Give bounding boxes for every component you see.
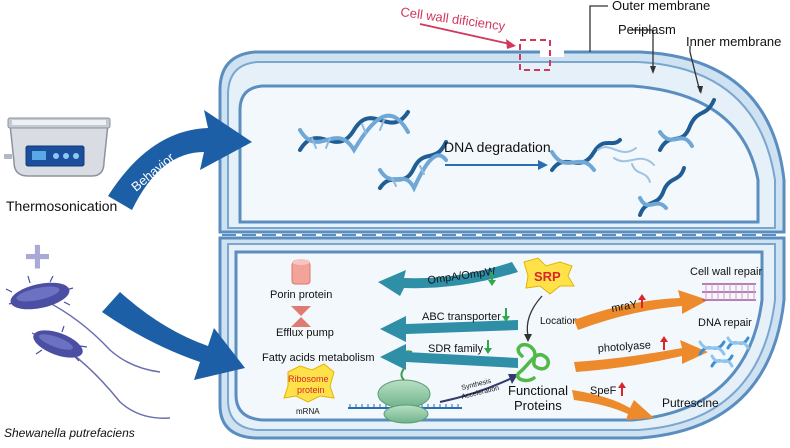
abc-down-arrow [502,308,510,322]
porin-protein-icon [291,259,311,285]
sdr-down-arrow [484,340,492,354]
spef-label: SpeF [590,385,617,397]
dna-degradation-label: DNA degradation [444,139,551,155]
membrane-gap [540,47,564,57]
dna-helix-fragment-2 [613,98,716,166]
shewanella-label: Shewanella putrefaciens [4,426,135,440]
functional-protein-icon [515,343,550,383]
srp-badge: SRP [523,257,575,295]
peptidoglycan-icon [702,283,756,301]
dna-repair-label: DNA repair [698,317,752,329]
location-arrow: Location [524,295,578,342]
srp-label: SRP [534,269,561,284]
plus-sign: + [24,230,51,282]
putrescine-label: Putrescine [662,396,719,410]
upper-cell [218,39,786,234]
cell-wall-deficiency: Cell wall dificiency [400,4,516,49]
photolyase-up-arrow [660,336,668,350]
dna-repair-icon [698,336,750,368]
periplasm-label: Periplasm [618,22,676,37]
spef-up-arrow [618,382,626,396]
bacteria-icon [5,275,171,419]
dna-degradation: DNA degradation [444,139,551,170]
ribosome-label-line1: Ribosome [288,374,329,384]
ompa-down-arrow [488,272,496,286]
ribosome-icon [377,350,431,424]
outer-membrane-label: Outer membrane [612,0,710,13]
deficiency-arrowhead [506,39,516,49]
dna-helix-fragment-3 [631,163,686,217]
abc-label: ABC transporter [422,311,501,323]
functional-label-line1: Functional [508,383,568,398]
location-label: Location [540,316,578,327]
ribosome-protein-badge: Ribosome protein [283,363,335,403]
membrane-labels: Outer membrane Periplasm Inner membrane [589,0,781,94]
thermosonication-label: Thermosonication [6,198,117,214]
abc-transporter-arrow: ABC transporter [380,308,518,342]
efflux-pump-label: Efflux pump [276,327,334,339]
efflux-pump-icon [291,306,311,327]
mray-label: mraY [610,298,639,314]
dna-helix-intact-2 [378,140,448,193]
dna-helix-fragment-1 [550,138,637,172]
dna-helix-intact-1 [298,110,410,154]
dna-degradation-arrowhead [538,160,548,170]
lower-inner-membrane [234,250,764,422]
cell-wall-deficiency-box [519,39,551,71]
sdr-family-arrow: SDR family [380,340,518,370]
ribosome-label-line2: protein [297,385,325,395]
cell-wall-deficiency-label: Cell wall dificiency [400,4,507,34]
photolyase-label: photolyase [597,339,651,355]
mray-up-arrow [638,294,646,308]
spef-arrow: SpeF [572,382,654,420]
fatty-acids-label: Fatty acids metabolism [262,352,374,364]
ultrasonic-bath-icon [4,117,111,177]
functional-label-line2: Proteins [514,398,562,413]
cell-wall-repair-label: Cell wall repair [690,266,762,278]
inner-membrane-label: Inner membrane [686,34,781,49]
lower-cell [218,236,786,440]
mrna-label: mRNA [296,407,320,416]
photolyase-arrow: photolyase [574,336,708,372]
mray-arrow: mraY [574,290,708,330]
sdr-label: SDR family [428,343,484,355]
porin-protein-label: Porin protein [270,289,332,301]
